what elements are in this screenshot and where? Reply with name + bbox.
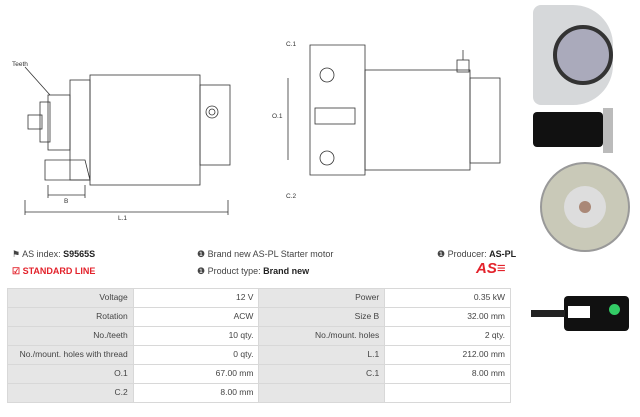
l1-label: L.1	[118, 215, 127, 222]
info-icon: ❶	[197, 266, 206, 276]
spec-value: 2 qty.	[384, 326, 511, 346]
spec-label: Power	[258, 288, 386, 308]
photo-2-flange	[603, 108, 613, 153]
photo-4-shaft	[531, 310, 565, 317]
as-index: ⚑ AS index: S9565S	[12, 249, 95, 260]
spec-label: L.1	[258, 345, 386, 365]
spec-label: No./teeth	[7, 326, 134, 346]
spec-value: 0.35 kW	[384, 288, 511, 308]
description: ❶ Brand new AS-PL Starter motor	[197, 249, 333, 260]
spec-label: Rotation	[7, 307, 134, 327]
as-index-value: S9565S	[63, 249, 96, 259]
b-label: B	[64, 198, 68, 205]
spec-value: 32.00 mm	[384, 307, 511, 327]
as-pl-logo: AS≡	[476, 260, 506, 277]
spec-label: C.1	[258, 364, 386, 384]
front-view-drawing: C.1 O.1 C.2	[272, 41, 501, 200]
spec-label: O.1	[7, 364, 134, 384]
tag-icon: ⚑	[12, 249, 21, 259]
spec-value: 67.00 mm	[132, 364, 260, 384]
spec-label	[258, 383, 386, 403]
as-index-label: AS index:	[22, 249, 61, 259]
spec-label: No./mount. holes	[258, 326, 386, 346]
info-icon: ❶	[437, 249, 446, 259]
product-type-label: Product type:	[207, 266, 261, 276]
spec-value: 10 qty.	[132, 326, 260, 346]
o1-label: O.1	[272, 113, 283, 120]
product-photo-2[interactable]	[533, 112, 603, 147]
teeth-label: Teeth	[12, 61, 28, 68]
checkbox-icon: ☑	[12, 266, 21, 276]
spec-value: 8.00 mm	[132, 383, 260, 403]
c1-label: C.1	[286, 41, 297, 48]
c2-label: C.2	[286, 193, 297, 200]
standard-line-label: STANDARD LINE	[22, 266, 96, 276]
product-photo-3[interactable]	[540, 162, 630, 252]
product-type: ❶ Product type: Brand new	[197, 266, 309, 277]
spec-value: 12 V	[132, 288, 260, 308]
product-photo-4[interactable]	[564, 296, 629, 331]
spec-value: 212.00 mm	[384, 345, 511, 365]
spec-label: No./mount. holes with thread	[7, 345, 134, 365]
producer-value: AS-PL	[489, 249, 517, 259]
description-text: Brand new AS-PL Starter motor	[207, 249, 334, 259]
spec-label: Voltage	[7, 288, 134, 308]
spec-value	[384, 383, 511, 403]
product-photo-1[interactable]	[533, 5, 613, 105]
spec-value: 8.00 mm	[384, 364, 511, 384]
spec-value: ACW	[132, 307, 260, 327]
spec-label: Size B	[258, 307, 386, 327]
producer-label: Producer:	[447, 249, 487, 259]
product-type-value: Brand new	[263, 266, 310, 276]
standard-line-badge: ☑ STANDARD LINE	[12, 266, 95, 277]
spec-value: 0 qty.	[132, 345, 260, 365]
producer: ❶ Producer: AS-PL	[437, 249, 516, 260]
info-icon: ❶	[197, 249, 206, 259]
spec-label: C.2	[7, 383, 134, 403]
side-view-drawing: Teeth B L.1	[12, 61, 231, 222]
